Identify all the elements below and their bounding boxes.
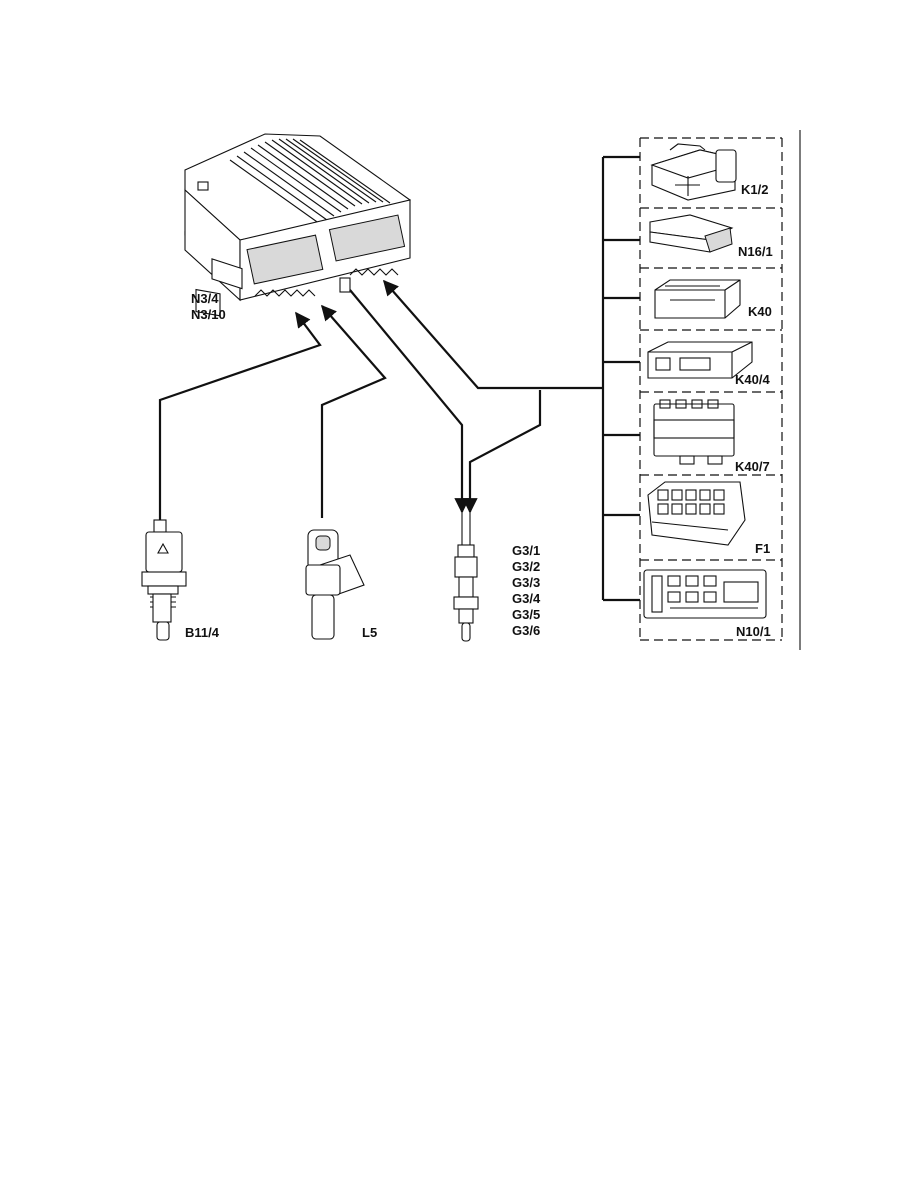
module-label-f1: F1: [755, 541, 770, 556]
module-label-k40-7: K40/7: [735, 459, 770, 474]
module-label-k40-4: K40/4: [735, 372, 770, 387]
wiring: [158, 155, 640, 602]
glow-plug: [453, 512, 479, 642]
crank-sensor: [305, 529, 365, 640]
fuse-box-f1: [647, 481, 746, 546]
module-label-n10-1: N10/1: [736, 624, 771, 639]
crank-sensor-label: L5: [362, 625, 377, 640]
modules-panel: [639, 130, 801, 650]
relay-module-k40: [654, 279, 741, 319]
glow-plug-label-6: G3/6: [512, 623, 540, 638]
module-label-k40: K40: [748, 304, 772, 319]
glow-plug-label-3: G3/3: [512, 575, 540, 590]
glow-plug-label-5: G3/5: [512, 607, 540, 622]
module-label-k1-2: K1/2: [741, 182, 768, 197]
glow-plug-label-2: G3/2: [512, 559, 540, 574]
ecu-module: [184, 133, 411, 317]
relay-module-k1-2: [650, 143, 737, 201]
ecu-label-2: N3/10: [191, 307, 226, 322]
glow-plug-label-1: G3/1: [512, 543, 540, 558]
module-label-n16-1: N16/1: [738, 244, 773, 259]
control-module-n10-1: [643, 569, 767, 619]
glow-plug-label-4: G3/4: [512, 591, 541, 606]
coolant-temp-sensor: [141, 519, 187, 641]
control-module-n16-1: [649, 214, 734, 253]
relay-module-k40-7: [653, 399, 735, 465]
coolant-temp-sensor-label: B11/4: [185, 625, 220, 640]
ecu-label-1: N3/4: [191, 291, 219, 306]
relay-module-k40-4: [647, 341, 753, 379]
